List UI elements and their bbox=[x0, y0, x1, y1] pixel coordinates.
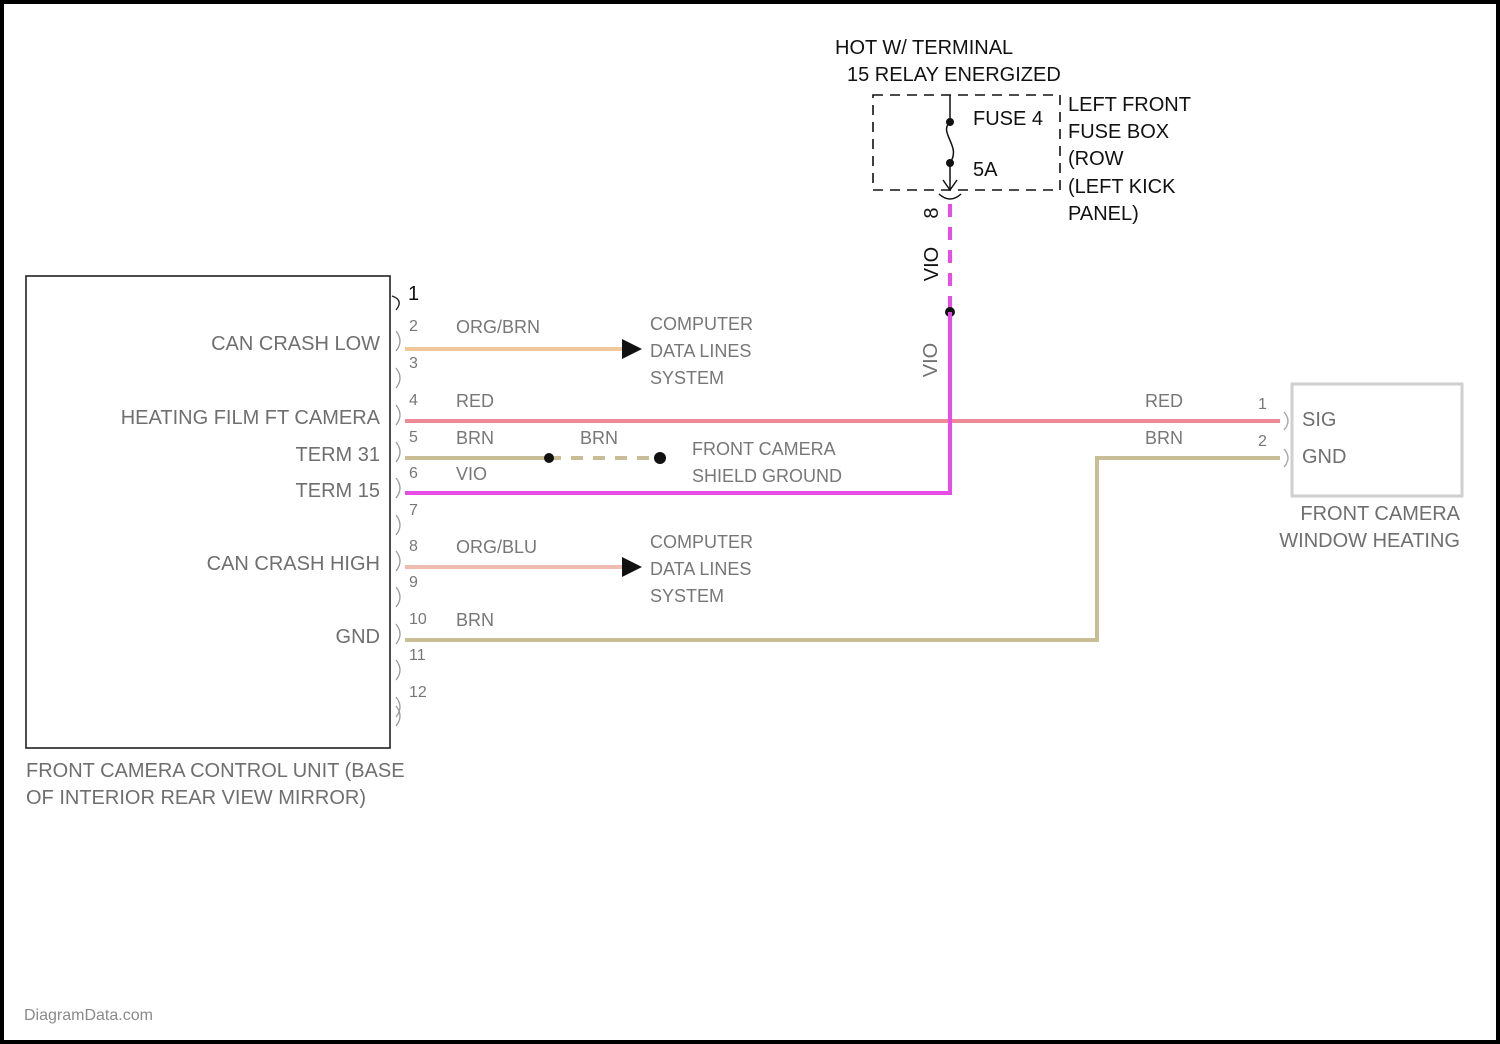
computer-data-1-line1: COMPUTER bbox=[650, 314, 753, 334]
control-unit-pin-label: CAN CRASH HIGH bbox=[207, 553, 380, 575]
control-unit-title-line2: OF INTERIOR REAR VIEW MIRROR) bbox=[26, 787, 366, 809]
control-unit-pin-label: TERM 15 bbox=[296, 480, 380, 502]
fuse-box-line-2: FUSE BOX bbox=[1068, 121, 1169, 143]
hot-label-line2: 15 RELAY ENERGIZED bbox=[847, 64, 1061, 86]
heater-pin-2-label: GND bbox=[1302, 446, 1346, 468]
wire-label-heating: RED bbox=[456, 391, 494, 411]
wire-label-heater-gnd: BRN bbox=[1145, 428, 1183, 448]
heater-pin-1-number: 1 bbox=[1258, 396, 1267, 413]
shield-ground-line1: FRONT CAMERA bbox=[692, 439, 836, 459]
vio-label-upper: VIO bbox=[921, 247, 943, 281]
control-unit-pin-number: 2 bbox=[409, 318, 418, 335]
fuse-box-line-5: PANEL) bbox=[1068, 203, 1139, 225]
wire-label-can-high: ORG/BLU bbox=[456, 537, 537, 557]
control-unit-pin-label: GND bbox=[336, 626, 380, 648]
control-unit-pin-number: 12 bbox=[409, 684, 427, 701]
wire-label-term15: VIO bbox=[456, 464, 487, 484]
wire-label-gnd: BRN bbox=[456, 610, 494, 630]
control-unit-pin-label: CAN CRASH LOW bbox=[211, 333, 380, 355]
wire-label-term31: BRN bbox=[456, 428, 494, 448]
control-unit-pin-number: 10 bbox=[409, 611, 427, 628]
hot-label-line1: HOT W/ TERMINAL bbox=[835, 37, 1013, 59]
control-unit-pin-label: HEATING FILM FT CAMERA bbox=[121, 407, 381, 429]
heater-pin-2-number: 2 bbox=[1258, 433, 1267, 450]
fuse-name: FUSE 4 bbox=[973, 108, 1043, 130]
shield-ground-terminal bbox=[654, 452, 666, 464]
fuse-box-line-4: (LEFT KICK bbox=[1068, 176, 1176, 198]
computer-data-2-line1: COMPUTER bbox=[650, 532, 753, 552]
watermark: DiagramData.com bbox=[24, 1007, 153, 1024]
shield-splice bbox=[544, 453, 554, 463]
computer-data-1-line2: DATA LINES bbox=[650, 341, 751, 361]
shield-ground-line2: SHIELD GROUND bbox=[692, 466, 842, 486]
vio-label-lower: VIO bbox=[920, 343, 942, 377]
wire-label-heater-sig: RED bbox=[1145, 391, 1183, 411]
computer-data-2-line2: DATA LINES bbox=[650, 559, 751, 579]
wire-label-can-low: ORG/BRN bbox=[456, 317, 540, 337]
heater-pin-1-label: SIG bbox=[1302, 409, 1336, 431]
control-unit-pin-number: 7 bbox=[409, 502, 418, 519]
control-unit-pin-number: 5 bbox=[409, 429, 418, 446]
fuse-connector-pin: 8 bbox=[921, 207, 943, 218]
control-unit-pin-label: TERM 31 bbox=[296, 444, 380, 466]
fuse-box-line-1: LEFT FRONT bbox=[1068, 94, 1191, 116]
heater-title-line2: WINDOW HEATING bbox=[1279, 530, 1460, 552]
control-unit-connector-number: 1 bbox=[408, 283, 419, 305]
fuse-box-line-3: (ROW bbox=[1068, 148, 1124, 170]
control-unit-pin-number: 8 bbox=[409, 538, 418, 555]
fuse-rating: 5A bbox=[973, 159, 998, 181]
wire-label-shield: BRN bbox=[580, 428, 618, 448]
control-unit-pin-number: 4 bbox=[409, 392, 418, 409]
control-unit-pin-number: 11 bbox=[409, 647, 426, 664]
computer-data-1-line3: SYSTEM bbox=[650, 368, 724, 388]
control-unit-title-line1: FRONT CAMERA CONTROL UNIT (BASE bbox=[26, 760, 405, 782]
heater-title-line1: FRONT CAMERA bbox=[1300, 503, 1460, 525]
control-unit-pin-number: 9 bbox=[409, 574, 418, 591]
control-unit-pin-number: 3 bbox=[409, 355, 418, 372]
control-unit-pin-number: 6 bbox=[409, 465, 418, 482]
computer-data-2-line3: SYSTEM bbox=[650, 586, 724, 606]
